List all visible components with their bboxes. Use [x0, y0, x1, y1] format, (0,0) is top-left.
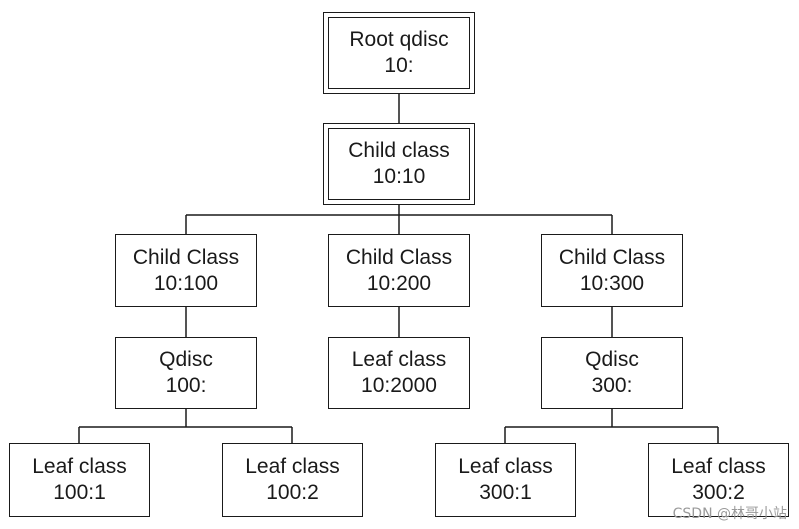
child-class-300-handle: 10:300: [579, 271, 645, 295]
leaf-class-300-2-handle: 300:2: [692, 481, 745, 504]
leaf-class-2000-label: Leaf class: [351, 348, 447, 371]
leaf-class-100-1-label: Leaf class: [32, 455, 127, 478]
leaf-class-300-2-node: Leaf class 300:2: [648, 443, 789, 517]
child-class-main-handle: 10:10: [372, 165, 426, 188]
root-qdisc-handle: 10:: [384, 54, 414, 77]
leaf-class-100-1-handle: 100:1: [53, 481, 106, 504]
qdisc-100-label: Qdisc: [159, 348, 213, 371]
child-class-100-node: Child Class 10:100: [115, 234, 257, 307]
child-class-main-node: Child class 10:10: [323, 123, 475, 205]
qdisc-300-handle: 300:: [591, 374, 633, 397]
child-class-main-label: Child class: [348, 139, 450, 162]
child-class-200-label: Child Class: [345, 245, 453, 269]
qdisc-100-handle: 100:: [165, 374, 207, 397]
leaf-class-300-2-label: Leaf class: [671, 455, 766, 478]
watermark-text: CSDN @林哥小站: [672, 506, 787, 522]
leaf-class-100-1-node: Leaf class 100:1: [9, 443, 150, 517]
qdisc-300-node: Qdisc 300:: [541, 337, 683, 409]
root-qdisc-node: Root qdisc 10:: [323, 12, 475, 94]
child-class-200-node: Child Class 10:200: [328, 234, 470, 307]
leaf-class-300-1-label: Leaf class: [458, 455, 553, 478]
leaf-class-100-2-node: Leaf class 100:2: [222, 443, 363, 517]
root-qdisc-label: Root qdisc: [349, 28, 449, 51]
leaf-class-2000-handle: 10:2000: [361, 374, 437, 397]
child-class-100-handle: 10:100: [153, 271, 219, 295]
child-class-300-node: Child Class 10:300: [541, 234, 683, 307]
child-class-300-label: Child Class: [558, 245, 666, 269]
leaf-class-300-1-handle: 300:1: [479, 481, 532, 504]
qdisc-300-label: Qdisc: [585, 348, 639, 371]
leaf-class-2000-node: Leaf class 10:2000: [328, 337, 470, 409]
leaf-class-100-2-handle: 100:2: [266, 481, 319, 504]
leaf-class-300-1-node: Leaf class 300:1: [435, 443, 576, 517]
child-class-100-label: Child Class: [132, 245, 240, 269]
leaf-class-100-2-label: Leaf class: [245, 455, 340, 478]
child-class-200-handle: 10:200: [366, 271, 432, 295]
qdisc-100-node: Qdisc 100:: [115, 337, 257, 409]
